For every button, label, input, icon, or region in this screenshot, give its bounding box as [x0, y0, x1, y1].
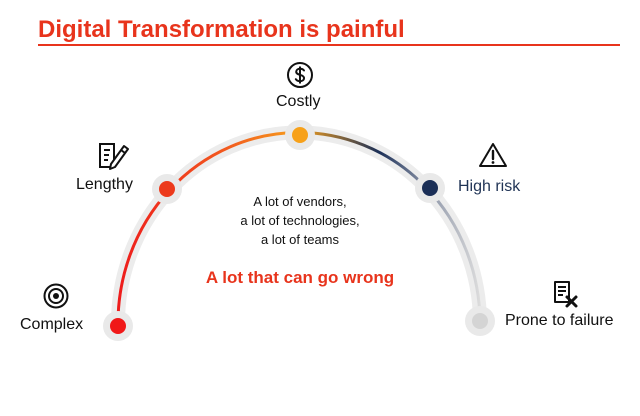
node-high-risk	[415, 173, 445, 203]
node-costly	[285, 120, 315, 150]
node-prone-to-failure	[465, 306, 495, 336]
label-lengthy: Lengthy	[76, 176, 133, 193]
center-line-vendors: A lot of vendors,	[253, 194, 347, 209]
target-icon	[43, 283, 69, 309]
label-prone-to-failure: Prone to failure	[505, 312, 614, 329]
center-line-technologies: a lot of technologies,	[240, 213, 360, 228]
dollar-icon	[287, 62, 313, 88]
label-high-risk: High risk	[458, 178, 521, 195]
tagline: A lot that can go wrong	[205, 268, 395, 287]
document-x-icon	[554, 281, 578, 308]
node-lengthy	[152, 174, 182, 204]
center-line-teams: a lot of teams	[260, 232, 340, 247]
page-title: Digital Transformation is painful	[38, 16, 405, 43]
warning-icon	[479, 143, 507, 167]
edit-icon	[99, 143, 129, 170]
label-costly: Costly	[276, 93, 321, 110]
title-underline	[38, 44, 620, 46]
center-description: A lot of vendors, a lot of technologies,…	[200, 192, 400, 249]
label-complex: Complex	[20, 316, 84, 333]
node-complex	[103, 311, 133, 341]
